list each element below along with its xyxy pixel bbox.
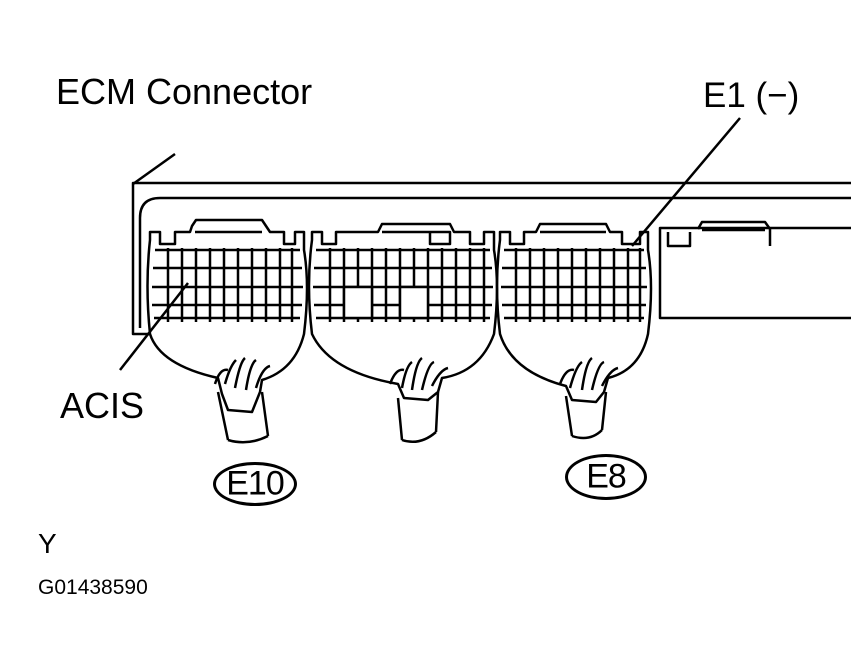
connector-tag-e8-label: E8 — [586, 457, 627, 496]
pin-label-acis: ACIS — [60, 385, 145, 426]
connector-tag-e10-label: E10 — [226, 464, 285, 503]
connector-block-e10 — [146, 218, 309, 444]
diagram-title: ECM Connector — [56, 71, 313, 112]
view-mark: Y — [38, 528, 57, 559]
connector-tag-e10: E10 — [213, 462, 297, 506]
ecm-body — [131, 152, 851, 336]
connector-tag-e8: E8 — [565, 454, 647, 500]
connector-block-e8 — [495, 222, 653, 440]
leader-acis — [119, 282, 189, 371]
figure-id: G01438590 — [38, 576, 148, 599]
leader-lines — [119, 117, 741, 371]
leader-e1 — [631, 117, 741, 247]
pin-label-e1: E1 (−) — [703, 76, 800, 115]
connector-block-middle — [307, 222, 499, 443]
